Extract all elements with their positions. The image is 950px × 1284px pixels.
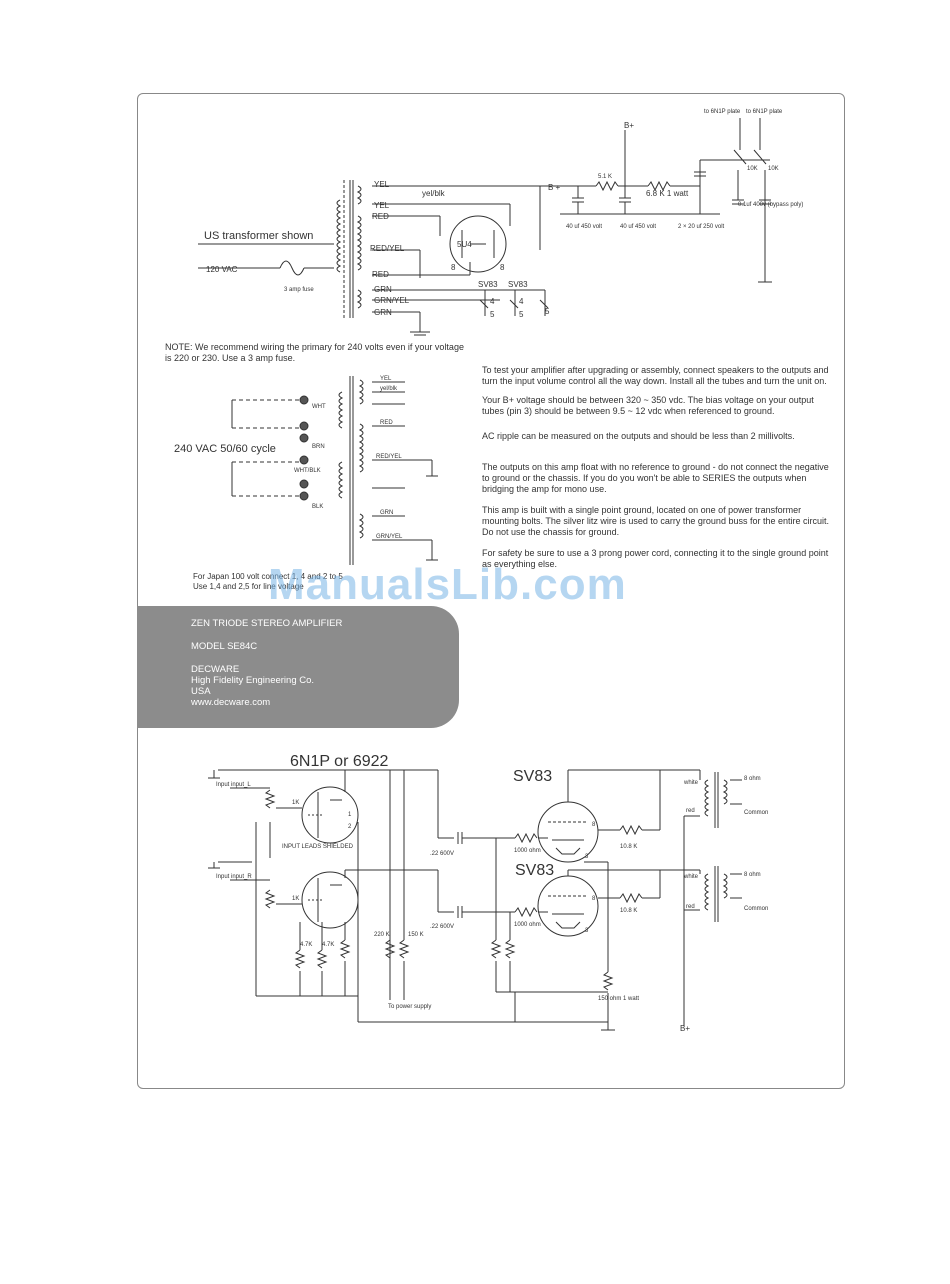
wht-b-label: white [683,874,699,880]
cap-b-label: .22 600V [430,924,454,930]
product-info-box: ZEN TRIODE STEREO AMPLIFIER MODEL SE84C … [137,606,459,728]
sec-redyel-label: RED/YEL [376,454,402,460]
whtblk-label: WHT/BLK [294,468,321,474]
r-220k-label: 220 K [374,932,390,938]
grn2-label: GRN [374,308,392,317]
cap-c1-label: 40 uf 450 volt [566,224,602,230]
test-paragraph-3: AC ripple can be measured on the outputs… [482,431,795,441]
r-150k-label: 150 K [408,932,424,938]
grid-b-label: 1000 ohm [514,922,541,928]
switch-pin-label: 5 [545,307,550,316]
test-paragraph-5: This amp is built with a single point gr… [482,505,829,537]
product-line-title: ZEN TRIODE STEREO AMPLIFIER [191,618,343,629]
cap-c3-label: 2 × 20 uf 250 volt [678,224,725,230]
b-plus-mid-label: B + [548,183,561,192]
test-instructions: To test your amplifier after upgrading o… [482,365,830,578]
schematic-page [137,93,845,1089]
fuse-label: 3 amp fuse [284,287,314,293]
pin2-label: 2 [348,824,352,830]
primary-note: NOTE: We recommend wiring the primary fo… [165,342,464,363]
pin8a-label: 8 [451,263,456,272]
plate-left-label: to 6N1P plate [704,109,741,115]
sec-yel-label: YEL [380,376,392,382]
sv83-top-label: SV83 [513,768,552,785]
japan-note: For Japan 100 volt connect 1, 4 and 2 to… [193,572,343,591]
red-b-label: red [686,904,695,910]
wht-label: WHT [312,404,326,410]
sec-grnyel-label: GRN/YEL [376,534,403,540]
wht-a-label: white [683,780,699,786]
redyel-label: RED/YEL [370,244,405,253]
cap-a-label: .22 600V [430,851,454,857]
plate-right-label: to 6N1P plate [746,109,783,115]
pin4b-label: 4 [519,297,524,306]
test-paragraph-6: For safety be sure to use a 3 prong powe… [482,548,829,569]
k2-label: 4.7K [322,942,334,948]
b-plus-top-label: B+ [624,121,634,130]
pin5b-label: 5 [519,310,524,319]
resistor-top-label: 5.1 K [598,174,612,180]
pin3-label: 3 [585,854,589,860]
sec-red-label: RED [380,420,393,426]
tube-6n1p-label: 6N1P or 6922 [290,753,389,770]
shield-note-label: INPUT LEADS SHIELDED [282,844,354,850]
grn1-label: GRN [374,285,392,294]
vac240-label: 240 VAC 50/60 cycle [174,443,276,455]
yelblk-label: yel/blk [422,189,446,198]
sv83-a-label: SV83 [478,280,498,289]
pin3b-label: 3 [585,928,589,934]
pin5a-label: 5 [490,310,495,319]
input-r-label: Input input_R [216,874,252,880]
pot-left-label: 10K [747,166,758,172]
red1-label: RED [372,212,389,221]
pin8-label: 8 [592,822,596,828]
cap-left-note: 0.1uf 400v (bypass poly) [738,202,803,208]
amp-b-plus-label: B+ [680,1024,690,1033]
out-bot-8ohm-label: 8 ohm [744,872,761,878]
r-1k-a-label: 1K [292,800,299,806]
us-transformer-label: US transformer shown [204,230,313,242]
out-top-8ohm-label: 8 ohm [744,776,761,782]
company-name: DECWARE [191,664,240,675]
out-top-common-label: Common [744,810,768,816]
test-paragraph-1: To test your amplifier after upgrading o… [482,365,829,386]
red2-label: RED [372,270,389,279]
sec-grn-label: GRN [380,510,393,516]
input-l-label: Input input_L [216,782,251,788]
grnyel-label: GRN/YEL [374,296,410,305]
k1-label: 4.7K [300,942,312,948]
sv83-bottom-label: SV83 [515,862,554,879]
company-country: USA [191,686,211,697]
red-a-label: red [686,808,695,814]
r-1k-b-label: 1K [292,896,299,902]
test-paragraph-4: The outputs on this amp float with no re… [482,462,829,494]
cap-c2-label: 40 uf 450 volt [620,224,656,230]
power-supply-label: To power supply [388,1004,431,1010]
resistor-mid-label: 6.8 K 1 watt [646,189,689,198]
pin1-label: 1 [348,812,352,818]
vac120-label: 120 VAC [206,265,238,274]
company-website: www.decware.com [191,697,271,708]
company-subtitle: High Fidelity Engineering Co. [191,675,315,686]
test-paragraph-2: Your B+ voltage should be between 320 ~ … [482,395,814,416]
grid-a-label: 1000 ohm [514,848,541,854]
blk-label: BLK [312,504,323,510]
rectifier-label: 5U4 [457,240,472,249]
yel2-label: YEL [374,201,390,210]
pin4a-label: 4 [490,297,495,306]
bias-resistor-label: 150 ohm 1 watt [598,996,639,1002]
pin8b-label: 8 [592,896,596,902]
out-bot-common-label: Common [744,906,768,912]
sec-yelblk-label: yel/blk [380,386,398,392]
product-model: MODEL SE84C [191,641,258,652]
screen-a-label: 10.8 K [620,844,637,850]
sv83-b-label: SV83 [508,280,528,289]
brn-label: BRN [312,444,325,450]
screen-b-label: 10.8 K [620,908,637,914]
pot-right-label: 10K [768,166,779,172]
pin8b-label: 8 [500,263,505,272]
watermark: ManualsLib.com [268,560,627,609]
yel1-label: YEL [374,180,390,189]
